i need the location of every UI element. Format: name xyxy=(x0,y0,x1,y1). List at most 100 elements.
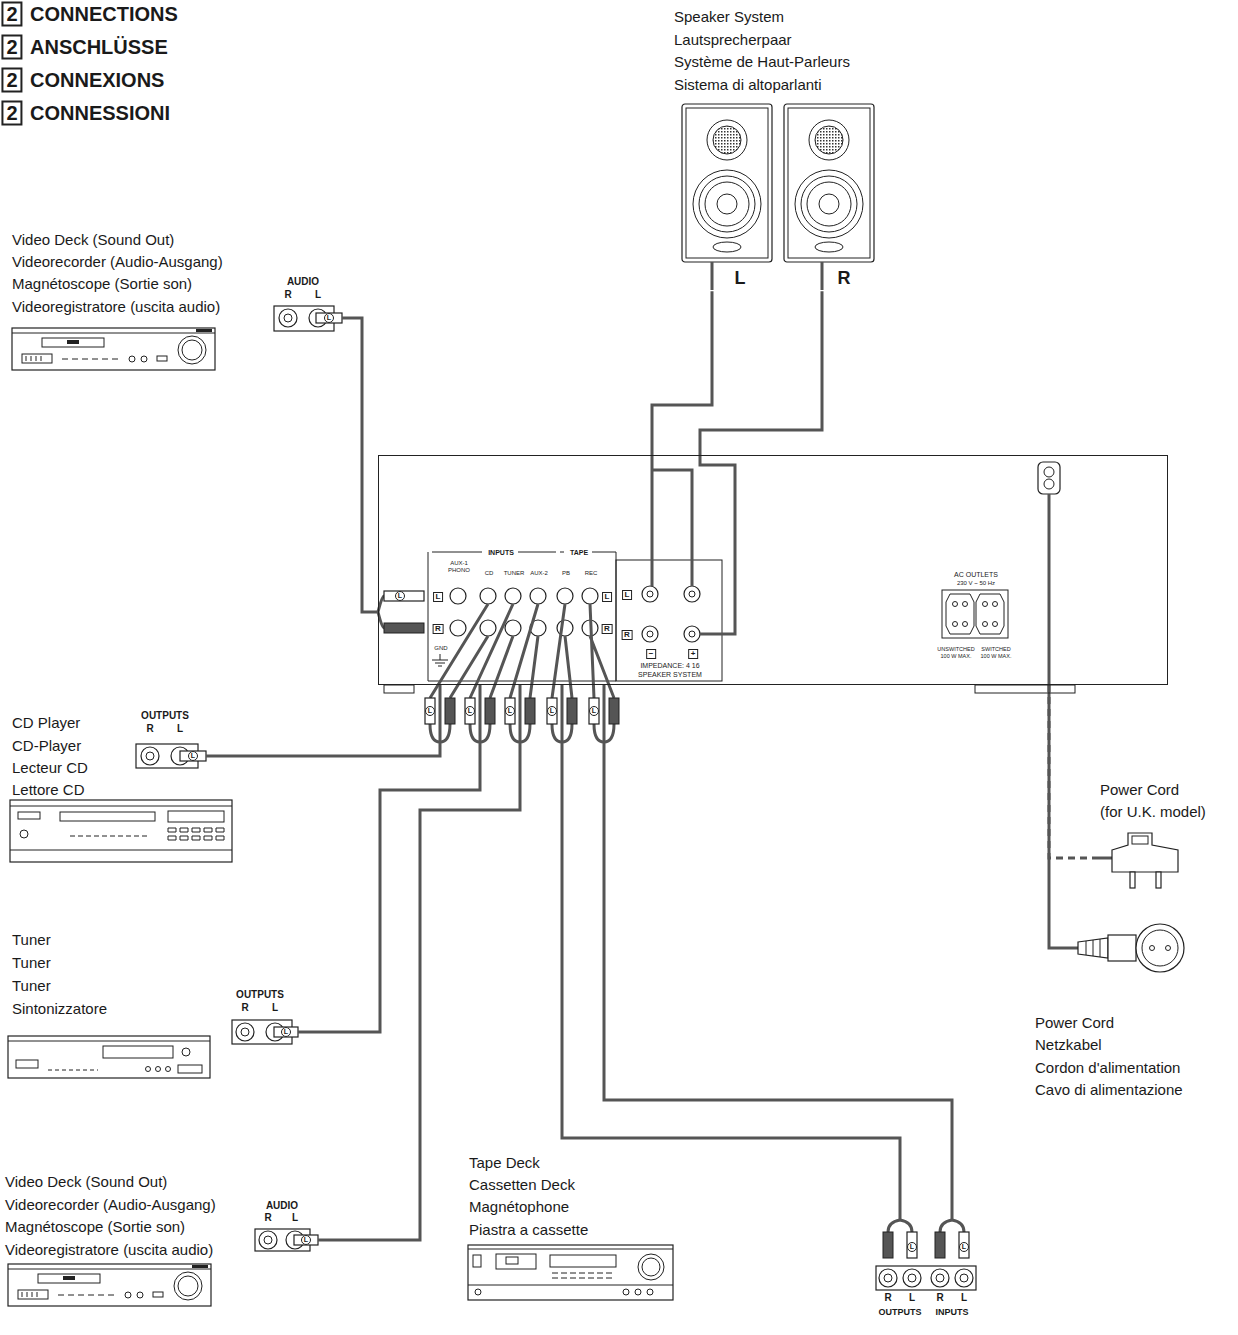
panel-label: L xyxy=(602,592,612,602)
panel-label: L xyxy=(433,592,443,602)
section-number: 2 xyxy=(1,35,22,60)
device-label: Cassetten Deck xyxy=(469,1176,575,1193)
device-jacks xyxy=(141,747,159,765)
power-plugs xyxy=(1095,857,1112,860)
plug-marking: L xyxy=(324,313,334,323)
amplifier-panel-art xyxy=(1044,467,1054,477)
amplifier-panel-art xyxy=(642,586,658,602)
device-label: Piastra a cassette xyxy=(469,1221,588,1238)
amplifier-panel-art xyxy=(530,588,546,604)
amplifier-panel-art xyxy=(983,602,988,607)
section-title: CONNEXIONS xyxy=(30,69,164,92)
power-plugs xyxy=(1130,872,1135,888)
jack-label: R xyxy=(146,723,153,735)
amplifier-panel-art xyxy=(953,602,958,607)
panel-label: PB xyxy=(562,570,570,577)
plug-marking: L xyxy=(281,1027,291,1037)
section-title: CONNECTIONS xyxy=(30,3,178,26)
panel-label: TUNER xyxy=(504,570,525,577)
source-devices xyxy=(8,1264,211,1306)
tape-jack-panel xyxy=(908,1274,916,1282)
tape-jack-panel xyxy=(879,1269,897,1287)
source-devices xyxy=(10,800,232,862)
video-deck: Video Deck (Sound Out)Videorecorder (Aud… xyxy=(8,226,353,376)
tape-jack-panel xyxy=(936,1274,944,1282)
device-label: Videorecorder (Audio-Ausgang) xyxy=(5,1196,216,1213)
rca-plugs xyxy=(567,698,577,724)
device-jacks xyxy=(136,306,353,1251)
device-label: Tuner xyxy=(12,931,51,948)
tape-jack-panel xyxy=(907,1232,917,1258)
rca-plugs xyxy=(525,698,535,724)
device-label: L xyxy=(961,1292,967,1304)
power-plugs xyxy=(1086,939,1100,957)
cable xyxy=(700,291,822,455)
device-jacks xyxy=(136,744,198,768)
power-plugs xyxy=(1078,938,1108,958)
tape-jack-panel xyxy=(883,1232,893,1258)
panel-label: R xyxy=(433,624,444,634)
amplifier-panel-art xyxy=(384,685,414,693)
plug-marking: L xyxy=(188,751,198,761)
rca-plugs xyxy=(505,698,515,724)
section-number: 2 xyxy=(1,101,22,126)
panel-label: + xyxy=(688,649,698,659)
panel-label: − xyxy=(646,649,656,659)
panel-label: AC OUTLETS xyxy=(954,571,998,579)
section-number: 2 xyxy=(1,68,22,93)
power-plugs xyxy=(1132,836,1148,844)
device-label: L xyxy=(909,1292,915,1304)
tape-jack-panel xyxy=(884,1274,892,1282)
device-label: Videoregistratore (uscita audio) xyxy=(5,1241,213,1258)
source-devices xyxy=(12,328,215,370)
jack-label: R xyxy=(241,1002,248,1014)
device-jacks xyxy=(284,314,292,322)
device-label: Cordon d'alimentation xyxy=(1035,1059,1180,1076)
device-jacks xyxy=(318,1239,328,1242)
panel-label: AUX-2 xyxy=(530,570,548,577)
device-jacks xyxy=(279,309,297,327)
uk-power-plug: Power Cord(for U.K. model) xyxy=(1095,780,1230,895)
amplifier-panel-art xyxy=(557,588,573,604)
panel-label: INPUTS xyxy=(488,549,514,557)
plug-marking: L xyxy=(395,591,405,601)
amplifier-panel-art xyxy=(582,588,598,604)
tape-jack-panel xyxy=(931,1269,949,1287)
speaker-right: R xyxy=(780,98,880,291)
device-label: Netzkabel xyxy=(1035,1036,1102,1053)
amplifier-panel-art xyxy=(689,631,695,637)
jack-label: OUTPUTS xyxy=(878,1307,921,1317)
amplifier-panel-art xyxy=(450,620,466,636)
speaker-cabinets xyxy=(784,104,874,262)
plug-marking: L xyxy=(959,1242,969,1252)
video-deck: Video Deck (Sound Out)Videorecorder (Aud… xyxy=(3,1170,328,1310)
speaker-system: Speaker SystemLautsprecherpaarSystème de… xyxy=(670,4,886,294)
device-label: Magnétoscope (Sortie son) xyxy=(5,1218,185,1235)
device-jacks xyxy=(146,752,154,760)
amplifier-panel-art xyxy=(480,588,496,604)
jack-label: L xyxy=(292,1212,298,1224)
amplifier-rear-panel: INPUTSTAPEAUX-1 PHONOCDTUNERAUX-2PBRECLR… xyxy=(378,455,1168,685)
device-label: Magnétoscope (Sortie son) xyxy=(12,275,192,292)
rca-plugs xyxy=(445,698,455,724)
cable xyxy=(604,685,952,1220)
amplifier-panel-art xyxy=(642,626,658,642)
panel-label: 230 V ~ 50 Hz xyxy=(957,580,995,587)
speaker-cabinets xyxy=(682,104,874,290)
amplifier-panel-art xyxy=(684,626,700,642)
speaker-cabinets xyxy=(712,262,822,290)
jack-label: OUTPUTS xyxy=(236,989,284,1001)
speaker-cabinets xyxy=(682,104,772,262)
device-label: R xyxy=(936,1292,943,1304)
section-number: 2 xyxy=(1,2,22,27)
plug-marking: L xyxy=(301,1235,311,1245)
tape-jack-panel xyxy=(959,1232,969,1258)
device-label: Sistema di altoparlanti xyxy=(674,76,822,93)
amplifier-panel-art xyxy=(505,588,521,604)
device-jacks xyxy=(241,1028,249,1036)
plug-marking: L xyxy=(465,706,475,716)
amplifier-panel-art xyxy=(963,602,968,607)
plug-marking: L xyxy=(547,706,557,716)
